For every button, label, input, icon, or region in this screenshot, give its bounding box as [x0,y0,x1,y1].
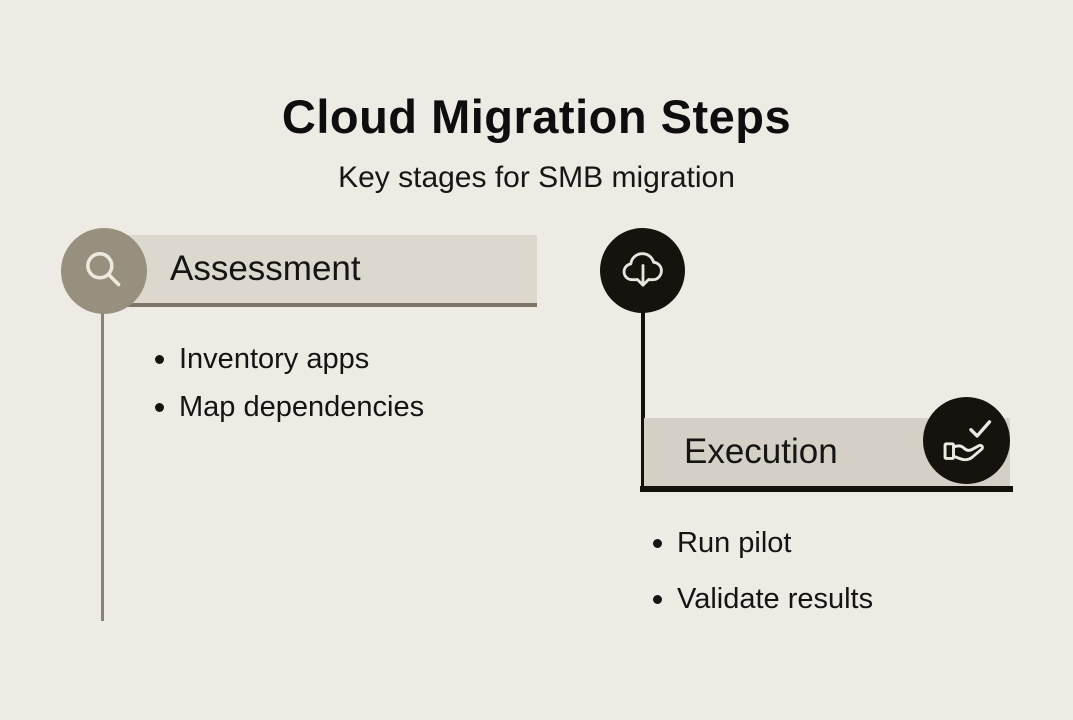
bullet-dot [155,403,164,412]
list-item: Map dependencies [155,385,424,430]
assessment-icon-badge [61,228,147,314]
hand-check-icon [943,419,991,461]
assessment-bullet-list: Inventory apps Map dependencies [155,337,424,433]
execution-connector-line [641,310,645,490]
execution-label: Execution [684,432,838,471]
bullet-dot [653,595,662,604]
execution-bullet-list: Run pilot Validate results [653,521,873,633]
assessment-label: Assessment [170,249,361,288]
assessment-connector-line [101,312,104,621]
list-item: Run pilot [653,521,873,566]
execution-underline [640,486,1013,492]
page-subtitle: Key stages for SMB migration [338,161,735,194]
bullet-dot [155,355,164,364]
assessment-header-bar: Assessment [115,235,537,307]
bullet-text: Validate results [677,583,874,615]
bullet-text: Map dependencies [179,391,425,423]
list-item: Inventory apps [155,337,424,382]
search-icon [86,252,121,287]
bullet-dot [653,539,662,548]
cloud-download-icon [622,251,663,286]
list-item: Validate results [653,577,873,622]
execution-check-badge [923,397,1010,484]
bullet-text: Run pilot [677,527,792,559]
execution-icon-badge [600,228,685,313]
page-title: Cloud Migration Steps [281,90,792,144]
bullet-text: Inventory apps [179,343,370,375]
